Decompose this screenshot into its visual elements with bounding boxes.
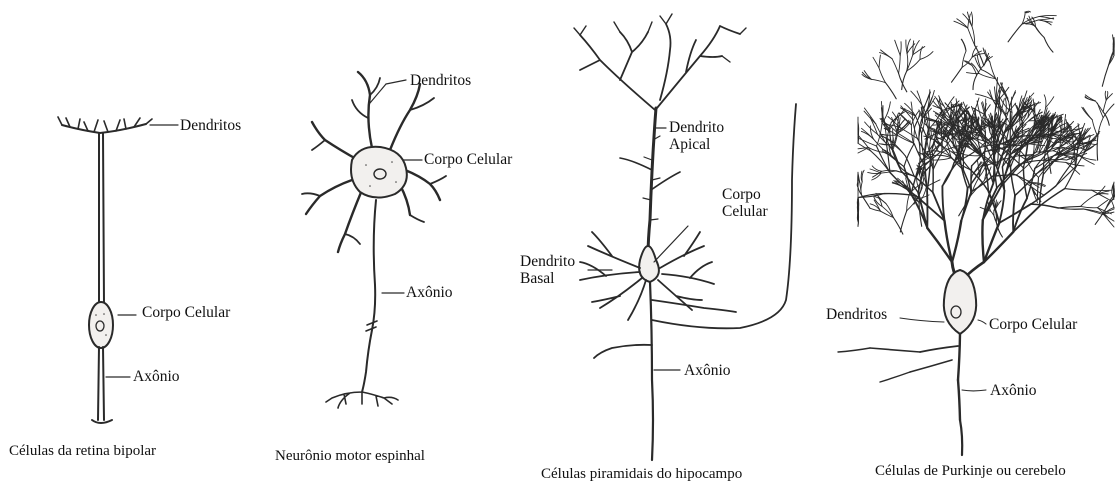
purkinje-cell-drawing: [838, 11, 1115, 455]
purkinje-dendrites-label: Dendritos: [826, 306, 887, 323]
motor-dendrites-label: Dendritos: [410, 72, 471, 89]
purkinje-cell-body-label: Corpo Celular: [989, 316, 1077, 333]
pyramidal-apical-dendrite-label: Dendrito Apical: [669, 119, 724, 153]
pyramidal-basal-dendrite-label: Dendrito Basal: [520, 253, 575, 287]
bipolar-cell-body-label: Corpo Celular: [142, 304, 230, 321]
bipolar-caption: Células da retina bipolar: [9, 443, 156, 460]
motor-axon-label: Axônio: [406, 284, 453, 301]
purkinje-axon-label: Axônio: [990, 382, 1037, 399]
motor-caption: Neurônio motor espinhal: [275, 448, 425, 465]
purkinje-caption: Células de Purkinje ou cerebelo: [875, 463, 1066, 480]
bipolar-axon-label: Axônio: [133, 368, 180, 385]
pyramidal-cell-body-label: Corpo Celular: [722, 186, 768, 220]
motor-cell-body-label: Corpo Celular: [424, 151, 512, 168]
pyramidal-cell-drawing: [574, 14, 796, 460]
pyramidal-axon-label: Axônio: [684, 362, 731, 379]
motor-neuron-drawing: [302, 72, 446, 408]
bipolar-dendrites-label: Dendritos: [180, 117, 241, 134]
pyramidal-caption: Células piramidais do hipocampo: [541, 466, 742, 483]
